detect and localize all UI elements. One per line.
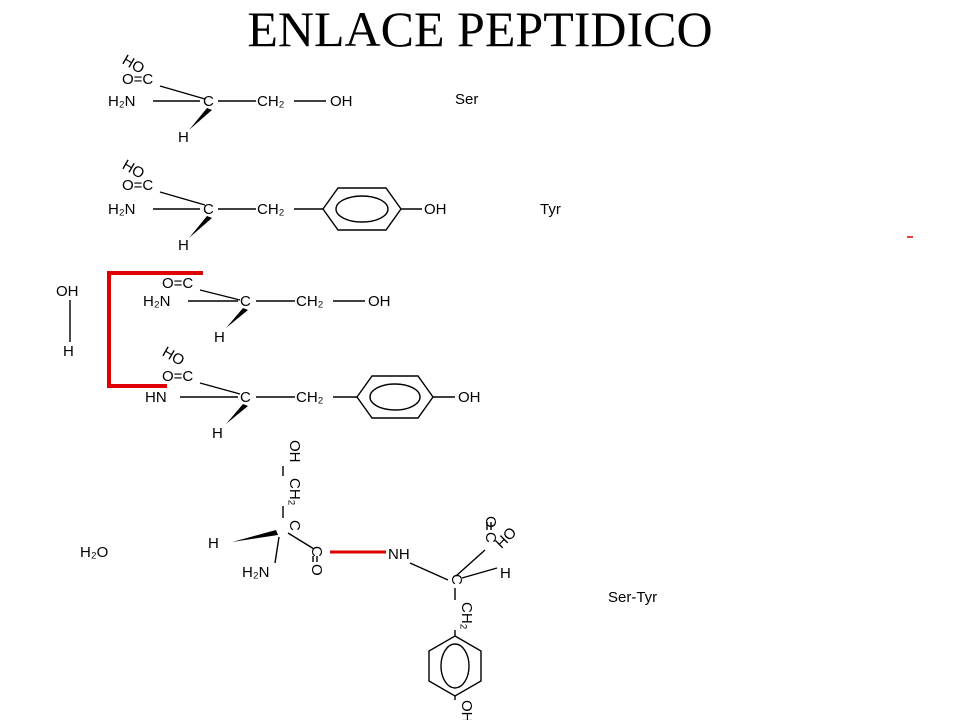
tyr-carbonyl-label: O=C (122, 177, 153, 194)
tyr2-h-wedge (226, 404, 248, 424)
tyr-residue-label: Tyr (540, 201, 561, 218)
tyr2-amino-label: HN (145, 389, 167, 406)
ser2-carbonyl-label: O=C (162, 275, 193, 292)
dipeptide-carbonyl-carbon-label: C (308, 546, 325, 557)
condensation-bracket (107, 271, 203, 388)
tyrosine-molecule: HO O=C H₂N C CH₂ OH H Tyr (108, 157, 561, 254)
tyr2-aromatic-circle-icon (369, 383, 421, 411)
tyr-carboxyl-bond (159, 191, 206, 206)
ser2-hydroxyl-label: OH (368, 293, 391, 310)
dipeptide-tyr-hydrogen-label: H (500, 565, 511, 582)
serine-molecule: HO O=C H₂N C CH₂ OH H Ser (108, 52, 478, 146)
dipeptide-tyr-carboxyl-bond (455, 549, 486, 577)
dipeptide-tyr-hydroxyl-label: OH (458, 700, 475, 720)
ser-tyr-dipeptide: OH CH₂ C H H₂N C O NH C C O OH H CH₂ (80, 440, 657, 720)
dipeptide-ser-hydrogen-label: H (208, 535, 219, 552)
dipeptide-nh-c-bond (409, 562, 449, 581)
dipeptide-tyr-alpha-carbon-label: C (448, 574, 465, 585)
tyr2-hydrogen-label: H (212, 425, 223, 442)
tyr-ch2-label: CH₂ (257, 201, 285, 218)
tyr2-carboxyl-bond (199, 382, 241, 395)
tyr2-carbonyl-label: O=C (162, 368, 193, 385)
tyr2-hydroxyl-label: OH (458, 389, 481, 406)
tyr-hydrogen-label: H (178, 237, 189, 254)
ser-ch2-label: CH₂ (257, 93, 285, 110)
tyr2-carboxyl-ho-label: HO (159, 344, 187, 370)
dipeptide-tyr-benzene-ring-icon (428, 635, 482, 697)
ser2-alpha-carbon-label: C (240, 293, 251, 310)
dipeptide-ser-h-wedge (232, 530, 278, 542)
ser-carbonyl-label: O=C (122, 71, 153, 88)
ser-hydroxyl-label: OH (330, 93, 353, 110)
tyrosine-reacting: HO O=C HN C CH₂ OH H (145, 344, 481, 442)
dipeptide-ser-carbonyl-bond (287, 532, 315, 550)
ser2-ch2-label: CH₂ (296, 293, 324, 310)
dipeptide-tyr-carbonyl-oxygen-label: O (482, 516, 499, 528)
tyr-amino-label: H₂N (108, 201, 136, 218)
dipeptide-tyr-carboxyl-carbon-label: C (482, 532, 499, 543)
ser2-hydrogen-label: H (214, 329, 225, 346)
tyr-alpha-carbon-label: C (203, 201, 214, 218)
ser-h-wedge (189, 108, 212, 130)
ser-residue-label: Ser (455, 91, 478, 108)
ser2-carboxyl-bond (199, 289, 241, 301)
dipeptide-nh-label: NH (388, 546, 410, 563)
ser-carboxyl-bond (159, 85, 206, 100)
tyr2-ch2-label: CH₂ (296, 389, 324, 406)
ser2-amino-label: H₂N (143, 293, 171, 310)
tyr-benzene-ring-icon (322, 187, 402, 231)
dipeptide-ser-ch2-label: CH₂ (286, 478, 303, 506)
ser-hydrogen-label: H (178, 129, 189, 146)
tyr-h-wedge (189, 216, 212, 238)
ser2-h-wedge (226, 308, 248, 328)
water-product-label: H₂O (80, 544, 108, 561)
dipeptide-tyr-h-bond (461, 567, 498, 579)
page-title: ENLACE PEPTIDICO (247, 1, 713, 57)
tyr-hydroxyl-label: OH (424, 201, 447, 218)
serine-reacting: O=C H₂N C CH₂ OH H (143, 275, 391, 346)
water-elimination: OH H (56, 283, 79, 360)
dipeptide-ser-amino-label: H₂N (242, 564, 270, 581)
dipeptide-carbonyl-oxygen-label: O (308, 564, 325, 576)
dipeptide-tyr-ch2-label: CH₂ (458, 602, 475, 630)
ser-amino-label: H₂N (108, 93, 136, 110)
dipeptide-residue-label: Ser-Tyr (608, 589, 657, 606)
tyr-aromatic-circle-icon (335, 195, 389, 223)
tyr2-benzene-ring-icon (356, 375, 434, 419)
ser-alpha-carbon-label: C (203, 93, 214, 110)
dipeptide-ser-amino-bond (274, 536, 280, 564)
dipeptide-ser-hydroxyl-label: OH (286, 440, 303, 463)
dipeptide-ser-alpha-carbon-label: C (286, 520, 303, 531)
water-h-label: H (63, 343, 74, 360)
dipeptide-tyr-aromatic-circle-icon (440, 643, 470, 689)
water-oh-label: OH (56, 283, 79, 300)
tyr2-alpha-carbon-label: C (240, 389, 251, 406)
